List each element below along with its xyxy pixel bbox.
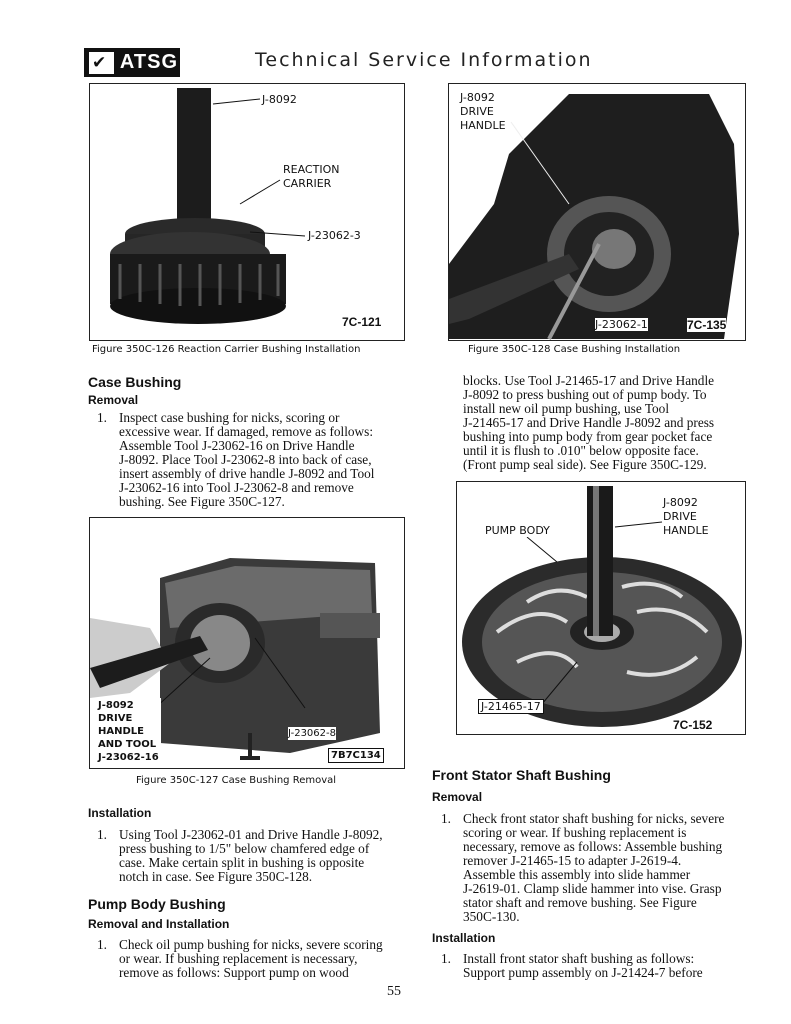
text-line: Install front stator shaft bushing as fo… bbox=[463, 951, 695, 966]
logo-text: ATSG bbox=[119, 51, 178, 73]
figure-code: 7C-121 bbox=[342, 315, 382, 329]
figure-code: 7C-152 bbox=[673, 718, 713, 732]
label-j8092: J-8092 bbox=[663, 496, 698, 509]
figure-129-photo: PUMP BODY J-8092 DRIVE HANDLE J-21465-17… bbox=[456, 481, 746, 735]
label-j21465-17: J-21465-17 bbox=[478, 699, 544, 714]
label-j23062-1: J-23062-1 bbox=[595, 318, 648, 331]
stator-bushing-installation-heading: Installation bbox=[432, 931, 496, 945]
text-line: bushing. See Figure 350C-127. bbox=[119, 494, 285, 509]
text-line: or wear. If bushing replacement is neces… bbox=[119, 951, 358, 966]
label-j23062-3: J-23062-3 bbox=[308, 229, 361, 242]
case-bushing-installation-text: 1. Using Tool J-23062-01 and Drive Handl… bbox=[97, 827, 406, 884]
text-line: necessary, remove as follows: Assemble b… bbox=[463, 839, 723, 854]
label-handle: HANDLE bbox=[460, 119, 506, 132]
stator-bushing-installation-text: 1. Install front stator shaft bushing as… bbox=[441, 951, 750, 980]
figure-126-photo: J-8092 REACTION CARRIER J-23062-3 7C-121 bbox=[89, 83, 405, 341]
figure-128-photo: J-8092 DRIVE HANDLE J-23062-1 7C-135 bbox=[448, 83, 746, 341]
figure-126-caption: Figure 350C-126 Reaction Carrier Bushing… bbox=[92, 344, 361, 355]
label-reaction: REACTION bbox=[283, 163, 340, 176]
label-j23062-8: J-23062-8 bbox=[288, 727, 336, 740]
step-number: 1. bbox=[97, 937, 107, 952]
text-line: insert assembly of drive handle J-8092 a… bbox=[119, 466, 375, 481]
label-j8092: J-8092 bbox=[262, 93, 297, 106]
step-number: 1. bbox=[441, 811, 451, 826]
page-header-title: Technical Service Information bbox=[255, 49, 593, 71]
text-line: stator shaft and remove bushing. See Fig… bbox=[463, 895, 697, 910]
case-bushing-removal-heading: Removal bbox=[88, 393, 139, 407]
figure-code: 7B7C134 bbox=[328, 748, 384, 763]
text-line: notch in case. See Figure 350C-128. bbox=[119, 869, 313, 884]
pump-bushing-text-continued: blocks. Use Tool J-21465-17 and Drive Ha… bbox=[463, 374, 750, 472]
text-line: install new oil pump bushing, use Tool bbox=[463, 401, 670, 416]
text-line: Assemble this assembly into slide hammer bbox=[463, 867, 691, 882]
label-drive: DRIVE bbox=[98, 713, 133, 724]
label-j23062-16: J-23062-16 bbox=[98, 752, 159, 763]
figure-code: 7C-135 bbox=[687, 318, 727, 332]
pump-bushing-subheading: Removal and Installation bbox=[88, 917, 230, 931]
text-line: press bushing to 1/5" below chamfered ed… bbox=[119, 841, 370, 856]
figure-128-caption: Figure 350C-128 Case Bushing Installatio… bbox=[468, 344, 681, 355]
stator-bushing-removal-heading: Removal bbox=[432, 790, 483, 804]
text-line: blocks. Use Tool J-21465-17 and Drive Ha… bbox=[463, 373, 715, 388]
text-line: excessive wear. If damaged, remove as fo… bbox=[119, 424, 374, 439]
reaction-carrier-illustration bbox=[90, 84, 404, 340]
step-number: 1. bbox=[97, 410, 107, 425]
stator-bushing-removal-text: 1. Check front stator shaft bushing for … bbox=[441, 811, 750, 924]
text-line: remove as follows: Support pump on wood bbox=[119, 965, 349, 980]
step-number: 1. bbox=[97, 827, 107, 842]
text-line: Check oil pump bushing for nicks, severe… bbox=[119, 937, 383, 952]
page-number: 55 bbox=[387, 984, 401, 999]
stator-bushing-heading: Front Stator Shaft Bushing bbox=[432, 767, 611, 783]
figure-127-caption: Figure 350C-127 Case Bushing Removal bbox=[136, 775, 337, 786]
case-bushing-removal-text: 1. Inspect case bushing for nicks, scori… bbox=[97, 410, 406, 509]
figure-127-photo: J-8092 DRIVE HANDLE AND TOOL J-23062-16 … bbox=[89, 517, 405, 769]
text-line: bushing into pump body from gear pocket … bbox=[463, 429, 713, 444]
text-line: J-8092 to press bushing out of pump body… bbox=[463, 387, 707, 402]
text-line: J-23062-16 into Tool J-23062-8 and remov… bbox=[119, 480, 354, 495]
text-line: J-21465-17 and Drive Handle J-8092 and p… bbox=[463, 415, 715, 430]
text-line: J-8092. Place Tool J-23062-8 into back o… bbox=[119, 452, 372, 467]
text-line: Check front stator shaft bushing for nic… bbox=[463, 811, 725, 826]
label-j8092: J-8092 bbox=[460, 91, 495, 104]
text-line: Assemble Tool J-23062-16 on Drive Handle bbox=[119, 438, 355, 453]
text-line: case. Make certain split in bushing is o… bbox=[119, 855, 365, 870]
label-drive: DRIVE bbox=[663, 510, 697, 523]
text-line: J-2619-01. Clamp slide hammer into vise.… bbox=[463, 881, 722, 896]
text-line: (Front pump seal side). See Figure 350C-… bbox=[463, 457, 707, 472]
text-line: until it is flush to .010" below opposit… bbox=[463, 443, 699, 458]
label-drive: DRIVE bbox=[460, 105, 494, 118]
atsg-logo: ✔ ATSG bbox=[84, 48, 180, 77]
label-and-tool: AND TOOL bbox=[98, 739, 157, 750]
label-j8092: J-8092 bbox=[98, 700, 134, 711]
text-line: scoring or wear. If bushing replacement … bbox=[463, 825, 687, 840]
case-bushing-removal-illustration bbox=[90, 518, 404, 768]
text-line: Support pump assembly on J-21424-7 befor… bbox=[463, 965, 703, 980]
step-number: 1. bbox=[441, 951, 451, 966]
label-carrier: CARRIER bbox=[283, 177, 332, 190]
text-line: Using Tool J-23062-01 and Drive Handle J… bbox=[119, 827, 383, 842]
case-bushing-installation-heading: Installation bbox=[88, 806, 152, 820]
label-handle: HANDLE bbox=[98, 726, 144, 737]
text-line: Inspect case bushing for nicks, scoring … bbox=[119, 410, 340, 425]
text-line: 350C-130. bbox=[463, 909, 520, 924]
pump-bushing-text: 1. Check oil pump bushing for nicks, sev… bbox=[97, 937, 406, 980]
label-pump-body: PUMP BODY bbox=[485, 524, 550, 537]
text-line: remover J-21465-15 to adapter J-2619-4. bbox=[463, 853, 682, 868]
case-bushing-heading: Case Bushing bbox=[88, 374, 182, 390]
checkmark-icon: ✔ bbox=[89, 51, 114, 74]
pump-bushing-heading: Pump Body Bushing bbox=[88, 896, 226, 912]
label-handle: HANDLE bbox=[663, 524, 709, 537]
pump-body-illustration bbox=[457, 482, 745, 734]
